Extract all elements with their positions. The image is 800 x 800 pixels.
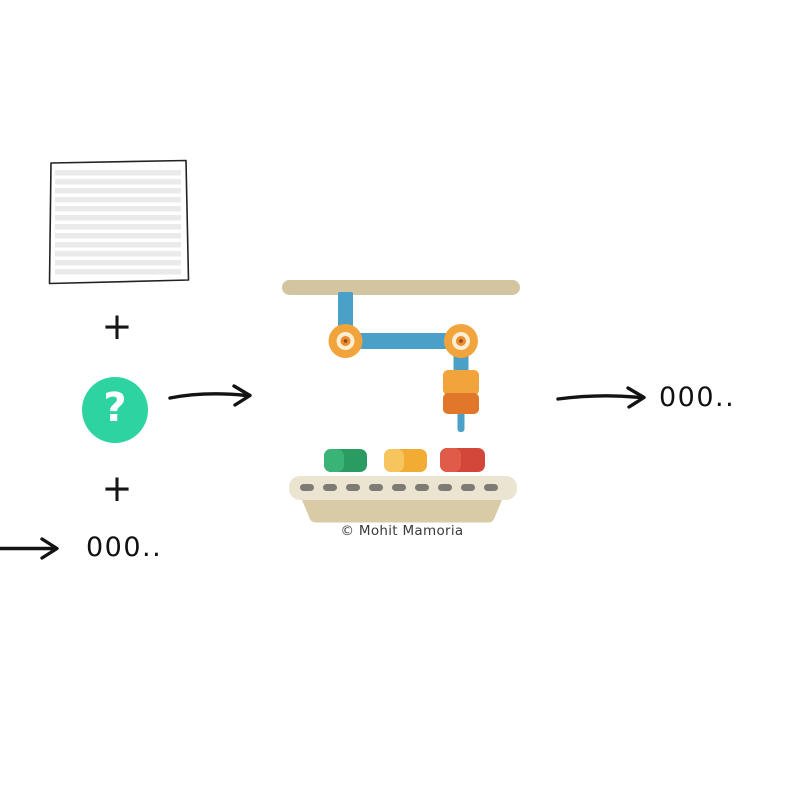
robotic-arm-machine-icon	[282, 280, 520, 523]
conveyor-belt	[289, 476, 517, 500]
output-sequence-label: 000..	[659, 382, 736, 413]
machine-base	[302, 500, 502, 523]
block-yellow	[384, 449, 427, 472]
document-icon	[48, 159, 190, 285]
input-sequence-label: 000..	[86, 532, 163, 563]
belt-dashes	[300, 484, 498, 491]
gripper	[443, 370, 479, 414]
block-green	[324, 449, 367, 472]
machine-top-bar	[282, 280, 520, 295]
question-circle-icon: ?	[82, 377, 148, 443]
arm-joint-left	[328, 324, 363, 358]
credit-label: © Mohit Mamoria	[340, 523, 464, 539]
question-mark: ?	[103, 385, 127, 431]
plus-sign-top: +	[101, 305, 133, 348]
center-arrow-icon	[168, 384, 252, 407]
document-border	[48, 159, 190, 285]
document-lines	[55, 170, 181, 275]
right-output-arrow-icon	[556, 386, 646, 409]
block-red	[440, 448, 485, 472]
plus-sign-bottom: +	[101, 467, 133, 510]
left-input-arrow-icon	[0, 537, 59, 560]
arm-joint-right	[444, 324, 478, 358]
